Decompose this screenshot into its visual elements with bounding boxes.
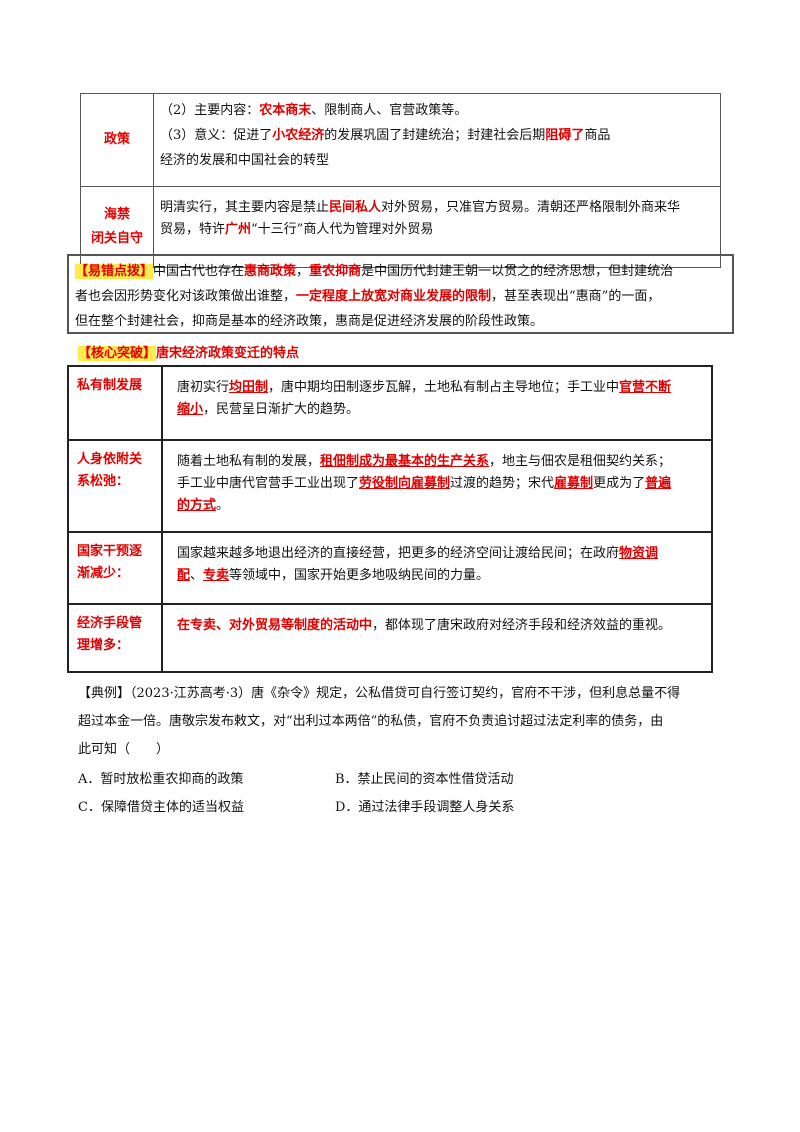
- error-tip-box: 【易错点拨】中国古代也存在惠商政策，重农抑商是中国历代封建王朝一以贯之的经济思想…: [67, 254, 734, 334]
- core-heading: 【核心突破】唐宋经济政策变迁的特点: [78, 346, 300, 361]
- option-a[interactable]: A．暂时放松重农抑商的政策: [78, 772, 244, 787]
- table-row: 国家干预逐渐减少： 国家越来越多地退出经济的直接经营，把更多的经济空间让渡给民间…: [67, 531, 713, 605]
- feature-content: 随着土地私有制的发展，租佃制成为最基本的生产关系，地主与佃农是租佃契约关系； 手…: [161, 439, 713, 533]
- row-label-policy: 政策: [80, 93, 154, 187]
- feature-content: 唐初实行均田制，唐中期均田制逐步瓦解，土地私有制占主导地位；手工业中官营不断 缩…: [161, 365, 713, 441]
- tip-tag: 【易错点拨】: [75, 264, 154, 279]
- table-row: 政策 （2）主要内容：农本商末、限制商人、官营政策等。 （3）意义：促进了小农经…: [80, 93, 721, 187]
- table-row: 私有制发展 唐初实行均田制，唐中期均田制逐步瓦解，土地私有制占主导地位；手工业中…: [67, 365, 713, 441]
- example-question: 【典例】（2023·江苏高考·3）唐《杂令》规定，公私借贷可自行签订契约，官府不…: [78, 686, 681, 757]
- feature-label: 私有制发展: [67, 365, 163, 441]
- option-b[interactable]: B．禁止民间的资本性借贷活动: [335, 772, 514, 787]
- features-table: 私有制发展 唐初实行均田制，唐中期均田制逐步瓦解，土地私有制占主导地位；手工业中…: [67, 365, 713, 673]
- feature-content: 在专卖、对外贸易等制度的活动中，都体现了唐宋政府对经济手段和经济效益的重视。: [161, 603, 713, 673]
- option-c[interactable]: C．保障借贷主体的适当权益: [78, 800, 244, 815]
- policy-table: 政策 （2）主要内容：农本商末、限制商人、官营政策等。 （3）意义：促进了小农经…: [80, 93, 721, 268]
- feature-label: 人身依附关系松弛：: [67, 439, 163, 533]
- feature-label: 经济手段管理增多：: [67, 603, 163, 673]
- feature-content: 国家越来越多地退出经济的直接经营，把更多的经济空间让渡给民间；在政府物资调 配、…: [161, 531, 713, 605]
- option-d[interactable]: D．通过法律手段调整人身关系: [335, 800, 515, 815]
- table-row: 经济手段管理增多： 在专卖、对外贸易等制度的活动中，都体现了唐宋政府对经济手段和…: [67, 603, 713, 673]
- feature-label: 国家干预逐渐减少：: [67, 531, 163, 605]
- row-content-policy: （2）主要内容：农本商末、限制商人、官营政策等。 （3）意义：促进了小农经济的发…: [153, 93, 721, 187]
- table-row: 人身依附关系松弛： 随着土地私有制的发展，租佃制成为最基本的生产关系，地主与佃农…: [67, 439, 713, 533]
